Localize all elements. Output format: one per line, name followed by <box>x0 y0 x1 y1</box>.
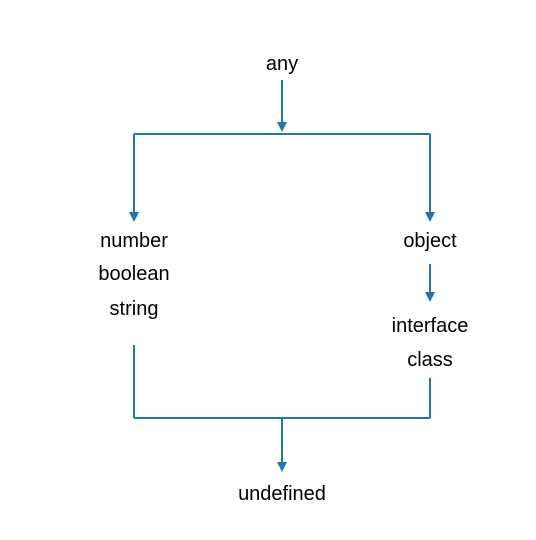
node-string: string <box>110 298 159 320</box>
node-object: object <box>403 230 457 252</box>
node-class: class <box>407 349 453 371</box>
node-undefined: undefined <box>238 483 326 505</box>
node-interface: interface <box>392 315 469 337</box>
node-number: number <box>100 230 168 252</box>
node-boolean: boolean <box>98 263 169 285</box>
node-any: any <box>266 53 298 75</box>
labels: any number boolean string object interfa… <box>98 53 468 505</box>
connectors <box>129 80 435 472</box>
